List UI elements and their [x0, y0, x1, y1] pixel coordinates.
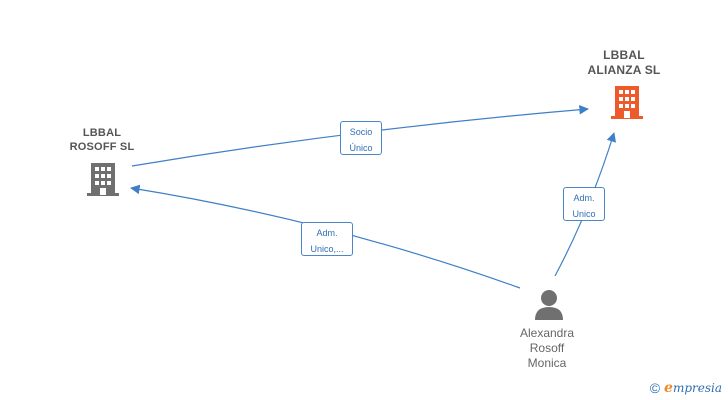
edge-label-line2: Unico,... [310, 244, 344, 254]
person-icon[interactable] [534, 289, 564, 321]
company-alianza-label[interactable]: LBBAL ALIANZA SL [574, 48, 674, 78]
empresia-logo: empresia [664, 380, 722, 396]
empresia-watermark: © empresia [650, 380, 722, 396]
company-rosoff-name-line2: ROSOFF SL [69, 141, 135, 153]
edge-label-line1: Adm. [316, 228, 338, 238]
person-label[interactable]: Alexandra Rosoff Monica [497, 326, 597, 371]
edge-label-line2: Único [349, 143, 373, 153]
edge-label-line1: Socio [349, 127, 373, 137]
person-name-line2: Rosoff [529, 341, 565, 355]
person-name-line3: Monica [527, 356, 567, 370]
edge-label-adm-unico-rosoff[interactable]: Adm. Unico,... [301, 222, 353, 256]
edge-label-adm-unico-alianza[interactable]: Adm. Unico [563, 187, 605, 221]
person-name-line1: Alexandra [519, 326, 575, 340]
edge-label-line2: Unico [572, 209, 596, 219]
building-icon[interactable] [611, 85, 643, 119]
copyright-icon: © [649, 380, 661, 396]
building-icon[interactable] [87, 162, 119, 196]
company-rosoff-label[interactable]: LBBAL ROSOFF SL [52, 126, 152, 154]
company-alianza-name-line2: ALIANZA SL [587, 63, 661, 77]
company-rosoff-name-line1: LBBAL [82, 127, 122, 139]
company-alianza-name-line1: LBBAL [603, 48, 645, 62]
edge-label-socio-unico[interactable]: Socio Único [340, 121, 382, 155]
edge-label-line1: Adm. [573, 193, 595, 203]
